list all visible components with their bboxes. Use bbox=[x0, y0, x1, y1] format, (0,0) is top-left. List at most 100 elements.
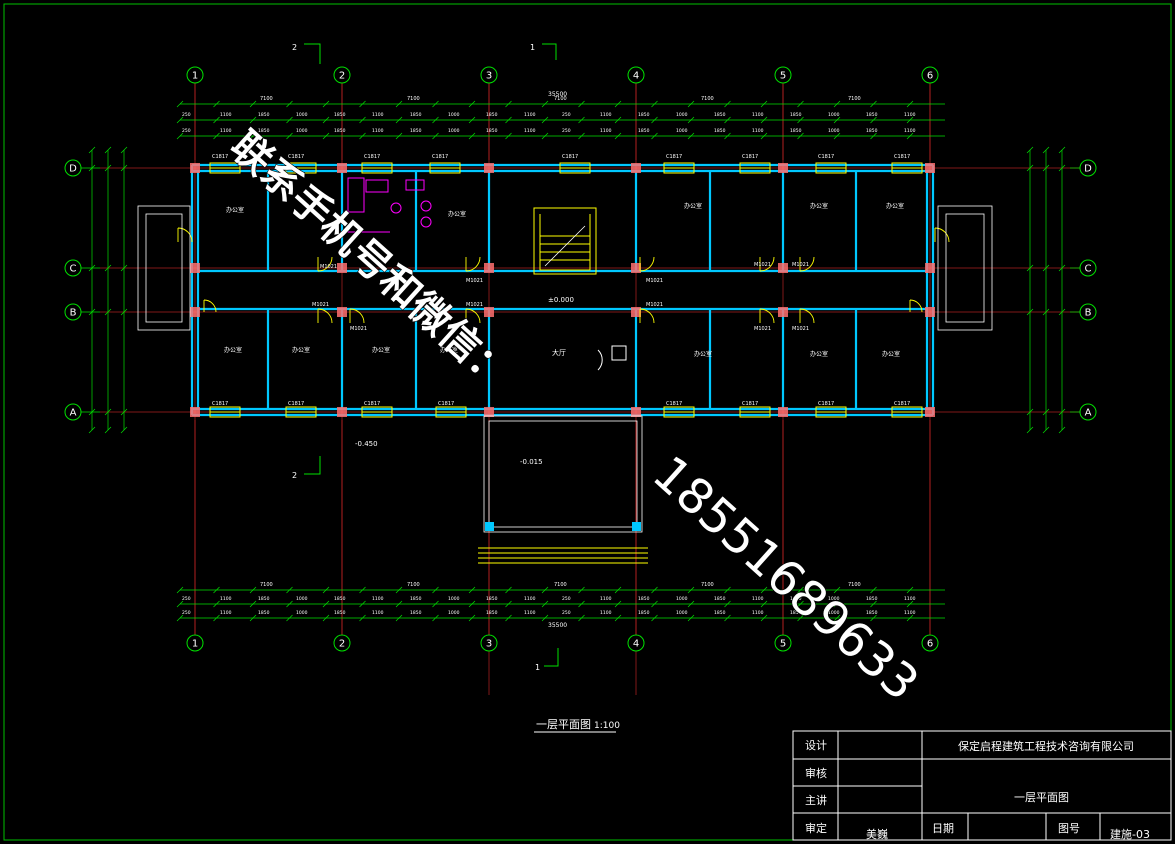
svg-text:1100: 1100 bbox=[600, 128, 612, 134]
tb-sheet-label: 图号 bbox=[1058, 822, 1080, 835]
axis-bubble-top-1: 1 bbox=[192, 71, 198, 82]
elevation-floor: ±0.000 bbox=[548, 296, 574, 304]
svg-text:250: 250 bbox=[562, 128, 571, 134]
svg-text:1850: 1850 bbox=[638, 112, 650, 118]
dimension-lines: 250 1100 1850 1000 1850 1100 1850 1000 1850 1100 2… bbox=[88, 96, 1066, 622]
svg-text:1000: 1000 bbox=[448, 610, 460, 616]
svg-text:1000: 1000 bbox=[296, 610, 308, 616]
svg-text:1100: 1100 bbox=[752, 112, 764, 118]
svg-text:1850: 1850 bbox=[638, 596, 650, 602]
room-label-office-2: 办公室 bbox=[684, 202, 702, 210]
window-label: C1817 bbox=[666, 401, 682, 407]
svg-text:1100: 1100 bbox=[600, 112, 612, 118]
columns bbox=[190, 163, 935, 417]
tb-label-design: 设计 bbox=[805, 739, 827, 752]
section-mark-2-mid: 2 bbox=[292, 471, 297, 480]
axis-bubble-top-6: 6 bbox=[927, 71, 933, 82]
axis-bubble-bottom-5: 5 bbox=[780, 639, 786, 650]
svg-text:250: 250 bbox=[182, 596, 191, 602]
window-label: C1817 bbox=[212, 401, 228, 407]
svg-text:1850: 1850 bbox=[486, 128, 498, 134]
door-label: M1021 bbox=[792, 262, 809, 268]
svg-text:1850: 1850 bbox=[334, 596, 346, 602]
svg-text:1100: 1100 bbox=[524, 610, 536, 616]
svg-text:1850: 1850 bbox=[334, 128, 346, 134]
axis-bubble-right-A: A bbox=[1085, 408, 1092, 419]
svg-text:7100: 7100 bbox=[407, 582, 420, 588]
axis-bubble-left-B: B bbox=[70, 308, 77, 319]
elevation-platform: -0.015 bbox=[520, 458, 543, 466]
svg-text:1100: 1100 bbox=[220, 596, 232, 602]
svg-text:1850: 1850 bbox=[714, 596, 726, 602]
side-ramps bbox=[137, 205, 993, 331]
svg-text:1850: 1850 bbox=[410, 596, 422, 602]
entrance-platform bbox=[478, 345, 648, 564]
room-label-office-9: 办公室 bbox=[694, 350, 712, 358]
door-label: M1021 bbox=[320, 264, 337, 270]
svg-text:1850: 1850 bbox=[334, 610, 346, 616]
svg-text:1850: 1850 bbox=[714, 112, 726, 118]
svg-text:1000: 1000 bbox=[296, 596, 308, 602]
tb-drawing-name: 一层平面图 bbox=[1014, 791, 1069, 804]
svg-text:7100: 7100 bbox=[260, 96, 273, 102]
svg-text:1000: 1000 bbox=[676, 112, 688, 118]
window-label: C1817 bbox=[438, 401, 454, 407]
room-label-office-8: 办公室 bbox=[440, 346, 458, 354]
tb-signer: 美巍 bbox=[866, 828, 888, 841]
svg-text:1850: 1850 bbox=[866, 596, 878, 602]
svg-text:1850: 1850 bbox=[790, 112, 802, 118]
plan-title: 一层平面图 bbox=[536, 718, 591, 731]
room-label-office-1: 办公室 bbox=[226, 206, 244, 214]
tb-label-approve: 审定 bbox=[805, 821, 827, 835]
svg-text:1000: 1000 bbox=[676, 596, 688, 602]
svg-text:1850: 1850 bbox=[866, 112, 878, 118]
svg-text:7100: 7100 bbox=[848, 582, 861, 588]
svg-text:1100: 1100 bbox=[600, 596, 612, 602]
door-label: M1021 bbox=[646, 302, 663, 308]
room-label-office-7: 办公室 bbox=[372, 346, 390, 354]
window-label: C1817 bbox=[894, 154, 910, 160]
svg-text:1850: 1850 bbox=[714, 128, 726, 134]
total-dim-top: 35500 bbox=[548, 91, 567, 98]
axis-bubble-bottom-4: 4 bbox=[633, 639, 639, 650]
window-label: C1817 bbox=[364, 154, 380, 160]
room-label-office-3: 办公室 bbox=[810, 202, 828, 210]
svg-text:1100: 1100 bbox=[752, 610, 764, 616]
window-label: C1817 bbox=[288, 401, 304, 407]
room-label-office-5: 办公室 bbox=[224, 346, 242, 354]
svg-text:1100: 1100 bbox=[904, 596, 916, 602]
tb-label-lecture: 主讲 bbox=[805, 793, 827, 807]
svg-text:1100: 1100 bbox=[372, 596, 384, 602]
svg-text:1850: 1850 bbox=[410, 610, 422, 616]
axis-bubble-left-C: C bbox=[70, 264, 77, 275]
door-label: M1021 bbox=[350, 326, 367, 332]
tb-company: 保定启程建筑工程技术咨询有限公司 bbox=[958, 739, 1134, 753]
svg-text:1000: 1000 bbox=[296, 128, 308, 134]
svg-text:1100: 1100 bbox=[220, 610, 232, 616]
drawing-frame bbox=[3, 3, 1172, 841]
svg-text:7100: 7100 bbox=[848, 96, 861, 102]
tb-date-label: 日期 bbox=[932, 822, 954, 835]
tb-sheet-no: 建施-03 bbox=[1110, 827, 1150, 841]
svg-text:1850: 1850 bbox=[790, 596, 802, 602]
svg-text:1850: 1850 bbox=[638, 128, 650, 134]
axis-bubble-right-B: B bbox=[1085, 308, 1092, 319]
section-mark-2-top: 2 bbox=[292, 43, 297, 52]
svg-text:7100: 7100 bbox=[701, 582, 714, 588]
window-label: C1817 bbox=[432, 154, 448, 160]
axis-bubble-left-A: A bbox=[70, 408, 77, 419]
room-label-office-4: 办公室 bbox=[886, 202, 904, 210]
svg-text:1100: 1100 bbox=[904, 128, 916, 134]
svg-text:250: 250 bbox=[182, 610, 191, 616]
window-label: C1817 bbox=[212, 154, 228, 160]
window-label: C1817 bbox=[288, 154, 304, 160]
svg-text:1850: 1850 bbox=[258, 128, 270, 134]
svg-text:1850: 1850 bbox=[486, 610, 498, 616]
svg-text:1100: 1100 bbox=[524, 112, 536, 118]
svg-text:1000: 1000 bbox=[676, 128, 688, 134]
svg-text:1850: 1850 bbox=[258, 610, 270, 616]
window-label: C1817 bbox=[562, 154, 578, 160]
svg-text:1850: 1850 bbox=[486, 596, 498, 602]
